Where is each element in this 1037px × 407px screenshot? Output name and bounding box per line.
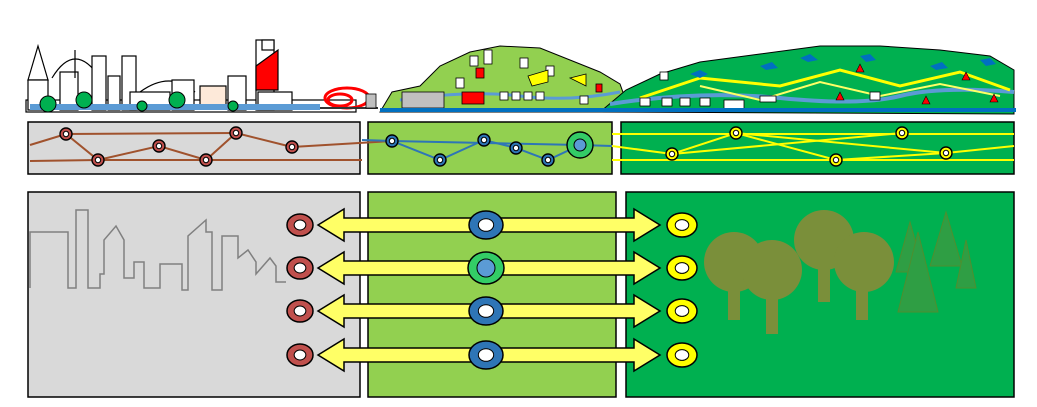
city-tree-icons: [39, 91, 239, 113]
rural-node-1: [665, 147, 679, 161]
rural-node-3-inner: [832, 156, 840, 164]
flow-urban-node-4-inner: [293, 349, 307, 361]
deciduous-tree-icons: [704, 210, 894, 334]
flow-rural-node-3: [666, 298, 698, 324]
urban-node-3-inner: [155, 142, 163, 150]
skyline-outline-icon: [29, 209, 286, 291]
urban-node-4-inner: [202, 156, 210, 164]
hub-node-inner: [573, 138, 587, 152]
flow-rural-node-2-inner: [674, 262, 690, 274]
network-strip: [27, 121, 1015, 175]
conifer-tree-icons: [895, 210, 977, 313]
flow-urban-node-4: [286, 343, 314, 367]
urban-node-group: [59, 126, 299, 167]
flow-node-group: [286, 210, 698, 370]
periurban-node-2: [433, 153, 447, 167]
flow-urban-node-2-inner: [293, 262, 307, 274]
rural-node-5-inner: [942, 149, 950, 157]
urban-node-2-inner: [94, 156, 102, 164]
rural-node-5: [939, 146, 953, 160]
urban-node-1-inner: [62, 130, 70, 138]
periurban-node-1: [385, 134, 399, 148]
rural-node-4: [895, 126, 909, 140]
urban-node-6-inner: [288, 143, 296, 151]
rural-network-panel: [620, 121, 1015, 175]
urban-node-5-inner: [232, 129, 240, 137]
city-skyline-icon: [25, 39, 357, 113]
periurban-node-5-inner: [544, 156, 552, 164]
periurban-node-1-inner: [388, 137, 396, 145]
urban-node-5: [229, 126, 243, 140]
peri-urban-hills-icon: [365, 45, 631, 113]
flow-rural-node-1-inner: [674, 219, 690, 231]
periurban-node-3: [477, 133, 491, 147]
periurban-node-group: [385, 131, 594, 167]
flow-urban-node-3: [286, 299, 314, 323]
rural-node-2: [729, 126, 743, 140]
periurban-node-5: [541, 153, 555, 167]
flow-periurban-node-1-inner: [477, 218, 495, 232]
flow-rural-node-2: [666, 255, 698, 281]
flow-urban-node-1: [286, 213, 314, 237]
rural-node-group: [665, 126, 953, 167]
urban-network-panel: [27, 121, 361, 175]
urban-node-1: [59, 127, 73, 141]
panorama: [25, 39, 1016, 115]
rural-node-2-inner: [732, 129, 740, 137]
flow-rural-node-4: [666, 342, 698, 368]
flow-periurban-node-4: [468, 340, 504, 370]
flow-periurban-node-3-inner: [477, 304, 495, 318]
flow-periurban-node-3: [468, 296, 504, 326]
periurban-node-4: [509, 141, 523, 155]
flow-periurban-node-1: [468, 210, 504, 240]
flow-hub-node: [467, 251, 505, 285]
hub-node: [566, 131, 594, 159]
flow-periurban-node-4-inner: [477, 348, 495, 362]
flow-urban-node-1-inner: [293, 219, 307, 231]
rural-node-3: [829, 153, 843, 167]
periurban-node-4-inner: [512, 144, 520, 152]
urban-node-4: [199, 153, 213, 167]
urban-node-3: [152, 139, 166, 153]
flow-rural-node-1: [666, 212, 698, 238]
urban-node-2: [91, 153, 105, 167]
flow-rural-node-3-inner: [674, 305, 690, 317]
periurban-node-2-inner: [436, 156, 444, 164]
rural-node-4-inner: [898, 129, 906, 137]
flow-urban-node-3-inner: [293, 305, 307, 317]
flow-rural-node-4-inner: [674, 349, 690, 361]
rural-links: [611, 131, 1015, 162]
rural-node-1-inner: [668, 150, 676, 158]
forested-range-icon: [380, 45, 1016, 115]
periurban-node-3-inner: [480, 136, 488, 144]
flow-panels: [27, 191, 1015, 398]
urban-node-6: [285, 140, 299, 154]
flow-hub-inner: [476, 258, 496, 278]
flow-urban-node-2: [286, 256, 314, 280]
